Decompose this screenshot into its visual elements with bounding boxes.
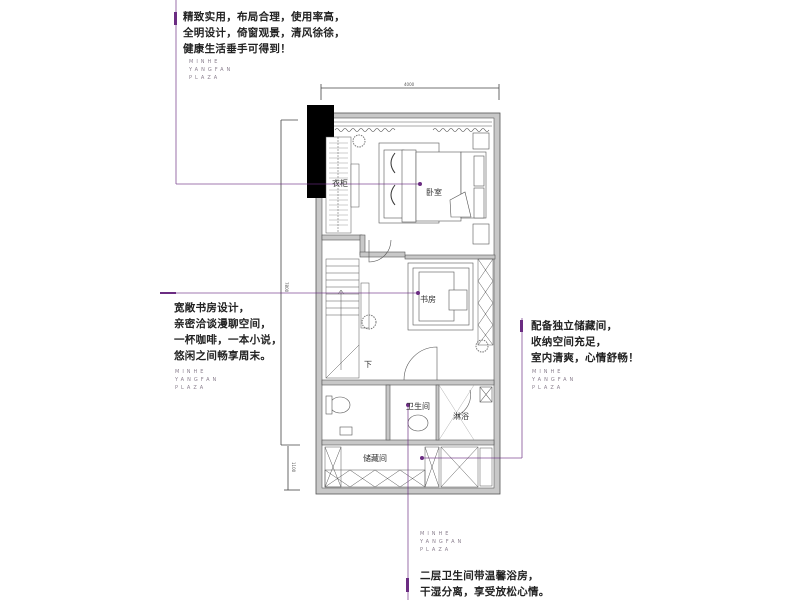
label-stairs-down: 下 — [364, 360, 372, 369]
shower-door — [457, 389, 471, 416]
storage-shelves — [324, 446, 493, 488]
annotation-top: 精致实用，布局合理，使用率高， 全明设计，倚窗观景，清风徐徐， 健康生活垂手可得… — [183, 9, 345, 57]
annotation-line: 精致实用，布局合理，使用率高， — [183, 11, 345, 23]
label-study: 书房 — [420, 294, 436, 304]
dimension-lines — [280, 84, 500, 491]
leader-dots — [160, 12, 523, 592]
label-shower: 淋浴 — [453, 411, 469, 421]
bed — [378, 132, 490, 245]
study-door — [403, 346, 438, 381]
annotation-line: 配备独立储藏间， — [531, 320, 618, 332]
label-bathroom: 卫生间 — [406, 401, 430, 411]
dim-storage: 1100 — [291, 462, 296, 473]
curtains — [334, 128, 490, 132]
annotation-bottom: 二层卫生间带温馨浴房， 干湿分离，享受放松心情。 — [420, 568, 550, 600]
bedroom-door — [368, 239, 392, 263]
annotation-line: 全明设计，倚窗观景，清风徐徐， — [183, 27, 345, 39]
annotation-line: 室内清爽，心情舒畅！ — [531, 352, 639, 364]
label-bedroom: 卧室 — [426, 187, 442, 197]
plant-icon — [475, 339, 489, 353]
label-storage: 储藏间 — [363, 453, 387, 463]
annotation-line: 一杯咖啡，一本小说， — [174, 334, 282, 346]
annotation-line: 宽敞书房设计， — [174, 302, 250, 314]
bathroom-fixtures — [325, 384, 493, 441]
storage-cabinet-study — [477, 258, 494, 346]
annotation-line: 健康生活垂手可得到！ — [183, 43, 291, 55]
label-wardrobe: 衣柜 — [332, 178, 348, 188]
dim-width: 4000 — [404, 82, 415, 87]
dim-height: 7800 — [284, 282, 289, 293]
annotation-line: 干湿分离，享受放松心情。 — [420, 586, 550, 598]
annotation-line: 收纳空间充足， — [531, 336, 607, 348]
annotation-line: 二层卫生间带温馨浴房， — [420, 570, 539, 582]
plant-icon — [361, 314, 377, 330]
leader-lines — [160, 0, 523, 600]
annotation-left: 宽敞书房设计， 亲密洽谈漫聊空间， 一杯咖啡，一本小说， 悠闲之间畅享周末。 — [174, 300, 282, 364]
plant-icon — [352, 134, 366, 148]
annotation-line: 亲密洽谈漫聊空间， — [174, 318, 272, 330]
annotation-right: 配备独立储藏间， 收纳空间充足， 室内清爽，心情舒畅！ — [531, 318, 639, 366]
study-desk — [407, 262, 474, 331]
chair-icon — [390, 152, 396, 206]
annotation-line: 悠闲之间畅享周末。 — [174, 350, 272, 362]
